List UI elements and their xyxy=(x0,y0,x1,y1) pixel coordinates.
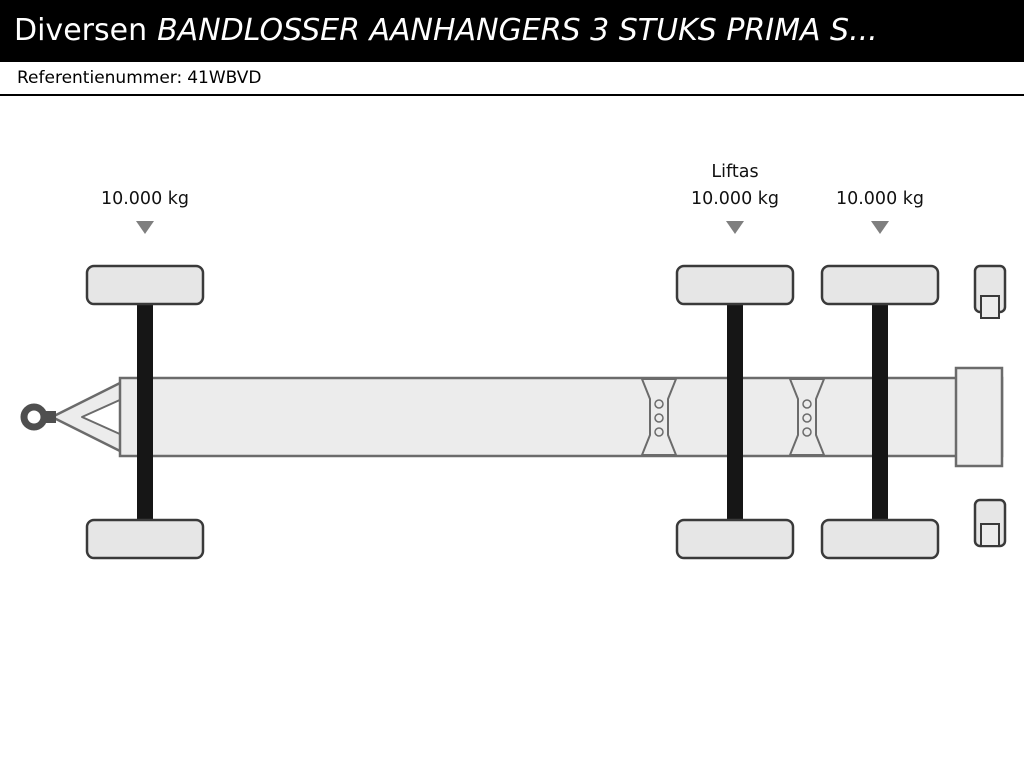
rear-wheel-partial xyxy=(973,264,1007,319)
axle-group xyxy=(675,264,795,560)
liftas-label: Liftas xyxy=(711,162,759,182)
tire xyxy=(675,264,795,306)
down-arrow-marker xyxy=(871,221,889,234)
title-bar: Diversen BANDLOSSER AANHANGERS 3 STUKS PR… xyxy=(0,0,1024,62)
listing-title: BANDLOSSER AANHANGERS 3 STUKS PRIMA S... xyxy=(157,13,878,48)
tire xyxy=(85,518,205,560)
brand-label: Diversen xyxy=(14,13,148,48)
axle-weight-label: 10.000 kg xyxy=(100,189,190,209)
crossmember-plate xyxy=(789,378,825,456)
axle-group xyxy=(820,264,940,560)
reference-value: 41WBVD xyxy=(187,68,262,88)
reference-bar: Referentienummer:41WBVD xyxy=(0,62,1024,96)
down-arrow-marker xyxy=(726,221,744,234)
tire xyxy=(85,264,205,306)
axle-weight-label: 10.000 kg xyxy=(835,189,925,209)
axle-group xyxy=(85,264,205,560)
down-arrow-marker xyxy=(136,221,154,234)
tire xyxy=(820,264,940,306)
rear-crossmember xyxy=(954,366,1004,468)
axle-weight-label: 10.000 kg xyxy=(690,189,780,209)
chassis-beam xyxy=(118,376,1004,458)
axle-beam xyxy=(137,275,153,549)
reference-label: Referentienummer: xyxy=(17,68,183,88)
drawbar xyxy=(50,380,124,454)
tire xyxy=(820,518,940,560)
tire xyxy=(675,518,795,560)
axle-beam xyxy=(727,275,743,549)
crossmember-plate xyxy=(641,378,677,456)
tow-eye xyxy=(20,403,48,431)
axle-beam xyxy=(872,275,888,549)
rear-wheel-partial xyxy=(973,498,1007,548)
